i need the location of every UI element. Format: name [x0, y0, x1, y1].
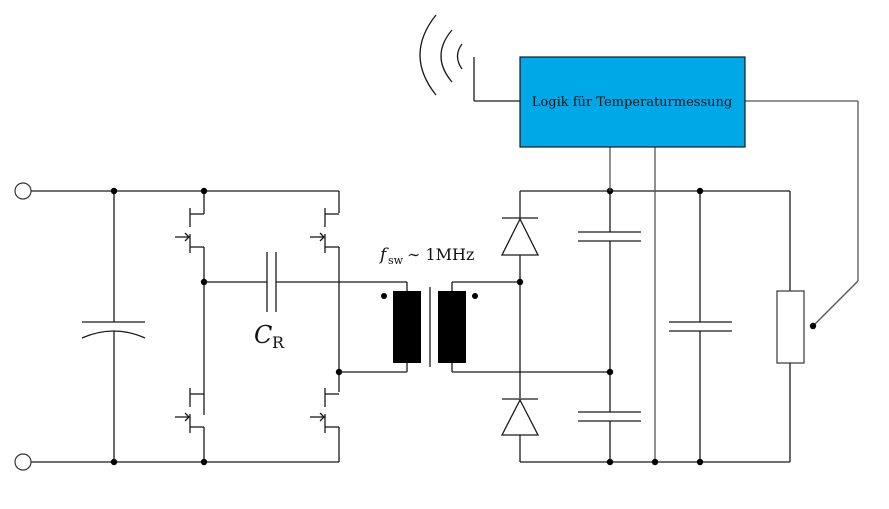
diode-bottom — [500, 398, 540, 436]
junction-dot — [696, 458, 704, 466]
input-terminal-top — [14, 182, 32, 200]
diode-top — [500, 217, 540, 256]
mosfet-high-right — [310, 208, 340, 260]
input-capacitor — [81, 191, 146, 462]
h-bridge: C R — [175, 187, 407, 466]
primary-winding — [393, 291, 421, 363]
output-capacitor-top — [578, 191, 641, 372]
junction-dot — [200, 458, 208, 466]
junction-dot — [696, 187, 704, 195]
input-terminal-bottom — [14, 453, 32, 471]
mosfet-low-right — [310, 388, 340, 440]
rectifier — [500, 100, 859, 466]
wireless-arc-outer — [419, 14, 437, 96]
junction-dot — [651, 458, 659, 466]
input-section — [14, 182, 339, 471]
wiper-dot — [809, 322, 817, 330]
mosfet-low-left — [175, 388, 205, 440]
polarity-dot-primary — [381, 293, 387, 299]
wireless-arc-middle — [440, 29, 453, 83]
logic-block-label: Logik für Temperaturmessung — [532, 95, 732, 110]
junction-dot — [606, 368, 614, 376]
transformer — [339, 281, 610, 373]
junction-dot — [110, 458, 118, 466]
resonant-capacitor-label: C — [254, 321, 272, 349]
switching-frequency-symbol: f — [378, 245, 389, 265]
resonant-capacitor-subscript: R — [272, 333, 285, 352]
mosfet-high-left — [175, 208, 205, 260]
output-capacitor-bottom — [578, 372, 641, 462]
secondary-winding — [438, 291, 466, 363]
wiper-wire — [812, 280, 859, 327]
junction-dot — [606, 458, 614, 466]
logic-block — [519, 56, 746, 148]
junction-dot — [200, 187, 208, 195]
switching-frequency-subscript: sw — [388, 254, 404, 267]
polarity-dot-secondary — [472, 293, 478, 299]
junction-dot — [110, 187, 118, 195]
wireless-arc-inner — [456, 43, 463, 70]
junction-dot — [516, 278, 524, 286]
output-capacitor — [669, 191, 732, 462]
resonant-capacitor — [204, 252, 407, 312]
antenna — [419, 14, 520, 102]
potentiometer — [776, 191, 805, 462]
switching-frequency-value: ∼ 1MHz — [407, 245, 474, 264]
